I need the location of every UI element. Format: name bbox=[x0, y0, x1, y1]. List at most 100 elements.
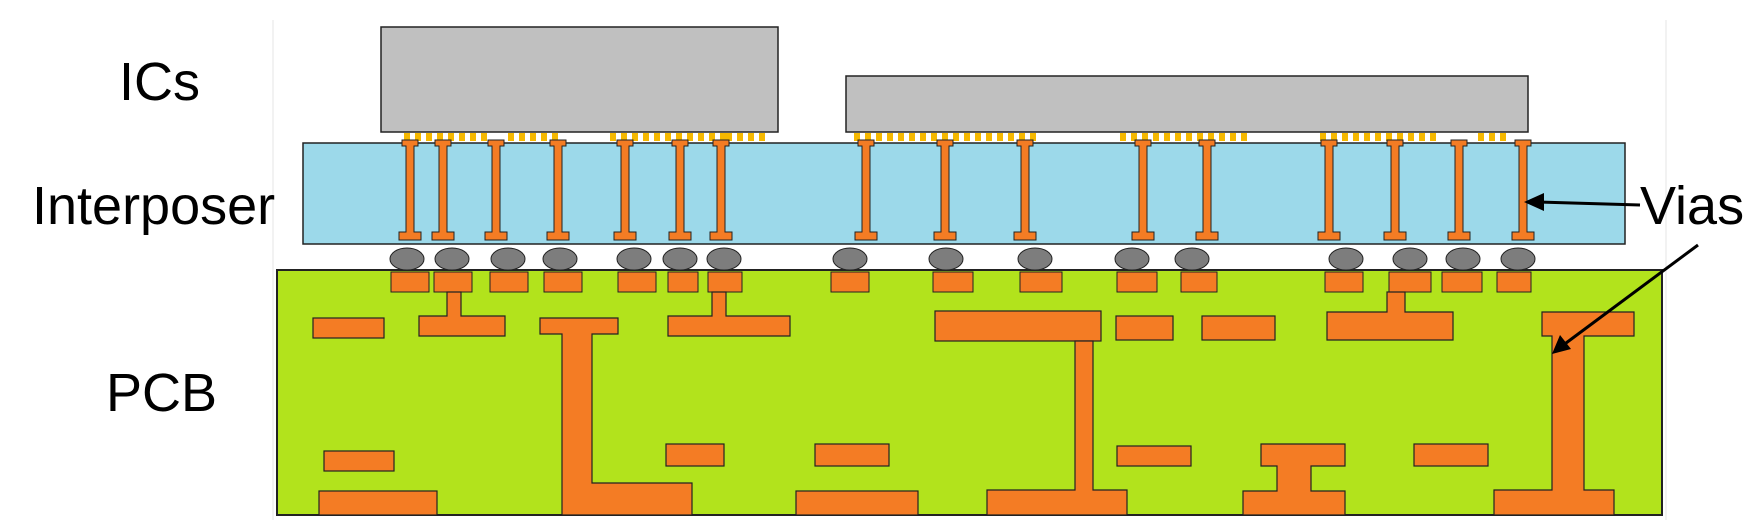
micro-bump bbox=[1219, 133, 1225, 141]
micro-bump bbox=[1164, 133, 1170, 141]
pcb-through-via bbox=[1493, 311, 1635, 516]
pcb-trace bbox=[1413, 443, 1489, 467]
micro-bump bbox=[909, 133, 915, 141]
solder-ball bbox=[616, 247, 652, 271]
micro-bump bbox=[437, 133, 443, 141]
pcb-pad bbox=[667, 271, 699, 293]
solder-ball bbox=[1017, 247, 1053, 271]
micro-bump bbox=[1397, 133, 1403, 141]
pcb-pad bbox=[830, 271, 870, 293]
solder-ball bbox=[706, 247, 742, 271]
pcb-trace bbox=[814, 443, 890, 467]
pcb-trace bbox=[1201, 315, 1276, 341]
pcb-pad bbox=[433, 271, 473, 293]
micro-bump bbox=[876, 133, 882, 141]
micro-bump bbox=[759, 133, 765, 141]
micro-bump bbox=[1375, 133, 1381, 141]
pcb-trace bbox=[1116, 445, 1192, 467]
interposer-via bbox=[1511, 139, 1535, 241]
pcb-t-via bbox=[418, 291, 506, 337]
micro-bump bbox=[698, 133, 704, 141]
pcb-through-via bbox=[539, 317, 693, 516]
micro-bump bbox=[687, 133, 693, 141]
micro-bump bbox=[709, 133, 715, 141]
interposer-via bbox=[613, 139, 637, 241]
micro-bump bbox=[1030, 133, 1036, 141]
micro-bump bbox=[459, 133, 465, 141]
solder-ball bbox=[1174, 247, 1210, 271]
micro-bump bbox=[448, 133, 454, 141]
pcb-t-via bbox=[1242, 443, 1346, 516]
arrowhead-icon bbox=[1524, 193, 1544, 211]
micro-bump bbox=[975, 133, 981, 141]
solder-ball bbox=[832, 247, 868, 271]
pcb-top-pads bbox=[390, 271, 1532, 293]
micro-bump bbox=[643, 133, 649, 141]
callout-arrow bbox=[1524, 193, 1699, 354]
solder-ball bbox=[1392, 247, 1428, 271]
pcb-pad bbox=[543, 271, 583, 293]
micro-bump bbox=[964, 133, 970, 141]
micro-bump bbox=[1208, 133, 1214, 141]
solder-ball bbox=[1445, 247, 1481, 271]
micro-bump bbox=[997, 133, 1003, 141]
micro-bump bbox=[1120, 133, 1126, 141]
interposer-via bbox=[1447, 139, 1471, 241]
pcb-pad bbox=[489, 271, 529, 293]
solder-ball bbox=[389, 247, 425, 271]
interposer-via bbox=[933, 139, 957, 241]
interposer-via bbox=[668, 139, 692, 241]
micro-bump bbox=[1008, 133, 1014, 141]
interposer-via bbox=[1131, 139, 1155, 241]
interposer-via bbox=[546, 139, 570, 241]
micro-bump bbox=[1342, 133, 1348, 141]
pcb-pad bbox=[932, 271, 974, 293]
micro-bump-array bbox=[404, 133, 1506, 141]
micro-bump bbox=[1489, 133, 1495, 141]
pcb-trace bbox=[318, 490, 438, 516]
pcb-pad bbox=[390, 271, 430, 293]
micro-bump bbox=[1197, 133, 1203, 141]
micro-bump bbox=[404, 133, 410, 141]
micro-bump bbox=[1019, 133, 1025, 141]
micro-bump bbox=[552, 133, 558, 141]
pcb-trace bbox=[1115, 315, 1174, 341]
micro-bump bbox=[748, 133, 754, 141]
micro-bump bbox=[621, 133, 627, 141]
micro-bump bbox=[1331, 133, 1337, 141]
micro-bump bbox=[1419, 133, 1425, 141]
micro-bump bbox=[1408, 133, 1414, 141]
interposer-via bbox=[854, 139, 878, 241]
pcb-trace bbox=[795, 490, 919, 516]
pcb-trace bbox=[323, 450, 395, 472]
interposer-via bbox=[1195, 139, 1219, 241]
pcb-through-via bbox=[986, 340, 1128, 516]
micro-bump bbox=[942, 133, 948, 141]
pcb-trace bbox=[934, 310, 1102, 342]
micro-bump bbox=[676, 133, 682, 141]
micro-bump bbox=[865, 133, 871, 141]
micro-bump bbox=[1186, 133, 1192, 141]
pcb-trace bbox=[312, 317, 385, 339]
micro-bump bbox=[920, 133, 926, 141]
solder-ball bbox=[928, 247, 964, 271]
micro-bump bbox=[415, 133, 421, 141]
solder-ball bbox=[490, 247, 526, 271]
pcb-t-via bbox=[667, 291, 791, 337]
interposer-via bbox=[431, 139, 455, 241]
micro-bump bbox=[1500, 133, 1506, 141]
micro-bump bbox=[665, 133, 671, 141]
micro-bump bbox=[1364, 133, 1370, 141]
ic-die-left bbox=[380, 26, 779, 133]
ic-die-right bbox=[845, 75, 1529, 133]
micro-bump bbox=[1478, 133, 1484, 141]
micro-bump bbox=[1241, 133, 1247, 141]
micro-bump bbox=[737, 133, 743, 141]
arrowhead-icon bbox=[1552, 335, 1571, 354]
micro-bump bbox=[1230, 133, 1236, 141]
micro-bump bbox=[541, 133, 547, 141]
micro-bump bbox=[726, 133, 732, 141]
solder-ball bbox=[1500, 247, 1536, 271]
interposer-label: Interposer bbox=[32, 176, 275, 236]
